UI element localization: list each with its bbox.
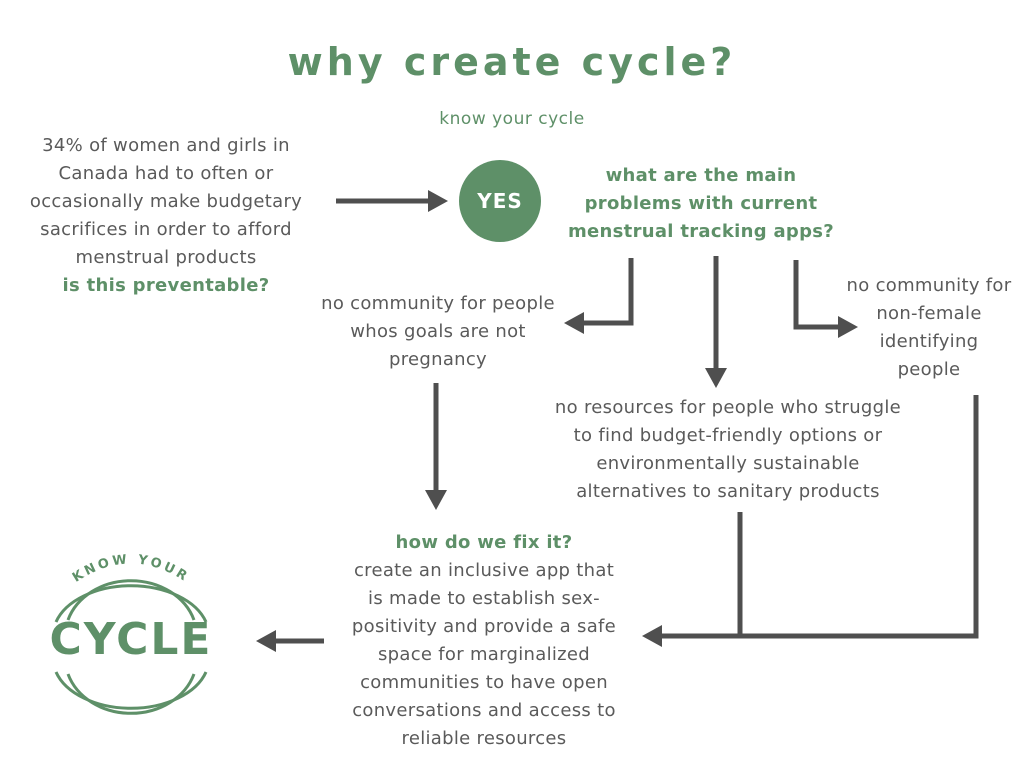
stat-line: sacrifices in order to afford	[40, 219, 292, 240]
arrowhead-left	[256, 630, 276, 652]
logo-wordmark: CYCLE	[49, 614, 213, 665]
main-question-line: what are the main	[605, 165, 797, 186]
arrowhead-down	[425, 490, 447, 510]
issue-line: pregnancy	[388, 349, 488, 370]
solution-line: communities to have open	[360, 672, 608, 693]
issue-line: environmentally sustainable	[596, 453, 860, 474]
arrowhead-left	[642, 625, 662, 647]
solution-line: create an inclusive app that	[353, 560, 615, 581]
solution-line: reliable resources	[401, 728, 567, 749]
main-question-line: problems with current	[584, 193, 818, 214]
main-question-block: what are the main problems with current …	[548, 162, 854, 246]
main-question-line: menstrual tracking apps?	[567, 221, 835, 242]
know-your-cycle-logo: KNOW YOUR CYCLE	[36, 548, 226, 718]
issue-line: alternatives to sanitary products	[576, 481, 880, 502]
stat-line: Canada had to often or	[58, 163, 274, 184]
issue-no-resources: no resources for people who struggle to …	[508, 394, 948, 506]
issue-line: to find budget-friendly options or	[573, 425, 883, 446]
issue-no-community-pregnancy: no community for people whos goals are n…	[298, 290, 578, 374]
solution-line: is made to establish sex-	[368, 588, 600, 609]
arrow-to-issue-left	[582, 258, 634, 326]
stat-question: is this preventable?	[62, 275, 270, 296]
solution-line: space for marginalized	[377, 644, 591, 665]
issue-line: people	[897, 359, 961, 380]
yes-node: YES	[459, 160, 541, 242]
stat-line: occasionally make budgetary	[29, 191, 303, 212]
arrowhead-right	[428, 190, 448, 212]
issue-line: no community for people	[321, 293, 555, 314]
statistic-block: 34% of women and girls in Canada had to …	[8, 132, 324, 300]
page-subtitle: know your cycle	[439, 109, 585, 129]
arrowhead-left	[564, 312, 584, 334]
issue-line: no community for	[846, 275, 1012, 296]
issue-line: no resources for people who struggle	[554, 397, 902, 418]
arrowhead-right	[838, 316, 858, 338]
solution-heading: how do we fix it?	[395, 532, 573, 553]
arrow-to-issue-right	[793, 260, 840, 330]
issue-line: identifying	[879, 331, 979, 352]
solution-block: how do we fix it? create an inclusive ap…	[320, 529, 648, 753]
connector-right-to-solution	[660, 395, 979, 639]
logo-rings-graphic: KNOW YOUR	[54, 552, 208, 715]
issue-no-community-non-female: no community for non-female identifying …	[826, 272, 1024, 384]
solution-line: conversations and access to	[352, 700, 616, 721]
arrowhead-down	[705, 368, 727, 388]
solution-line: positivity and provide a safe	[351, 616, 617, 637]
issue-line: non-female	[876, 303, 982, 324]
page-title: why create cycle?	[287, 40, 737, 84]
stat-line: 34% of women and girls in	[42, 135, 290, 156]
stat-line: menstrual products	[75, 247, 257, 268]
issue-line: whos goals are not	[350, 321, 526, 342]
